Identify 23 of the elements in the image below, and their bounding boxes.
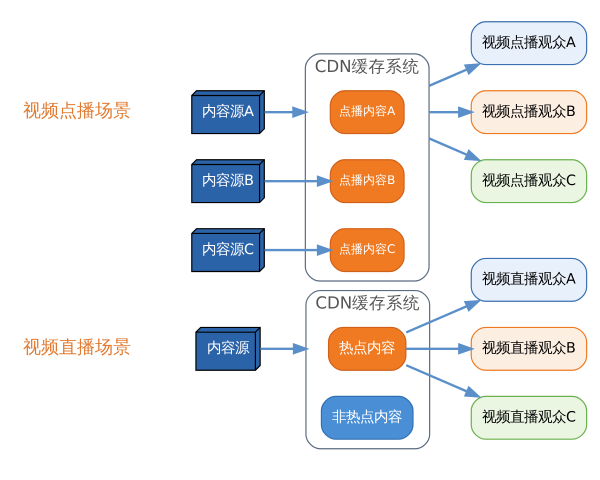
arrow (406, 300, 482, 334)
arrow (406, 342, 475, 355)
node-box: 视频直播观众B (470, 326, 588, 371)
node-box: 点播内容B (330, 159, 405, 204)
node-box: 视频直播观众C (470, 396, 588, 440)
arrow (264, 175, 334, 187)
node-box: 视频点播观众B (470, 90, 588, 134)
node-box: 点播内容C (330, 228, 405, 272)
node-box: 非热点内容 (320, 396, 414, 440)
arrow (429, 106, 475, 118)
arrow (428, 137, 482, 162)
arrow (428, 63, 482, 87)
arrow (260, 342, 310, 355)
node-box: 视频点播观众C (470, 159, 588, 204)
node-box: 点播内容A (330, 90, 405, 134)
arrow (406, 364, 482, 398)
label: 视频点播场景 (23, 100, 131, 122)
arrow (264, 244, 334, 256)
node-box: 视频直播观众A (470, 258, 588, 302)
node-box: 视频点播观众A (470, 21, 588, 66)
arrow (264, 106, 309, 118)
node-box: 热点内容 (328, 326, 406, 371)
label: 视频直播场景 (23, 336, 131, 358)
